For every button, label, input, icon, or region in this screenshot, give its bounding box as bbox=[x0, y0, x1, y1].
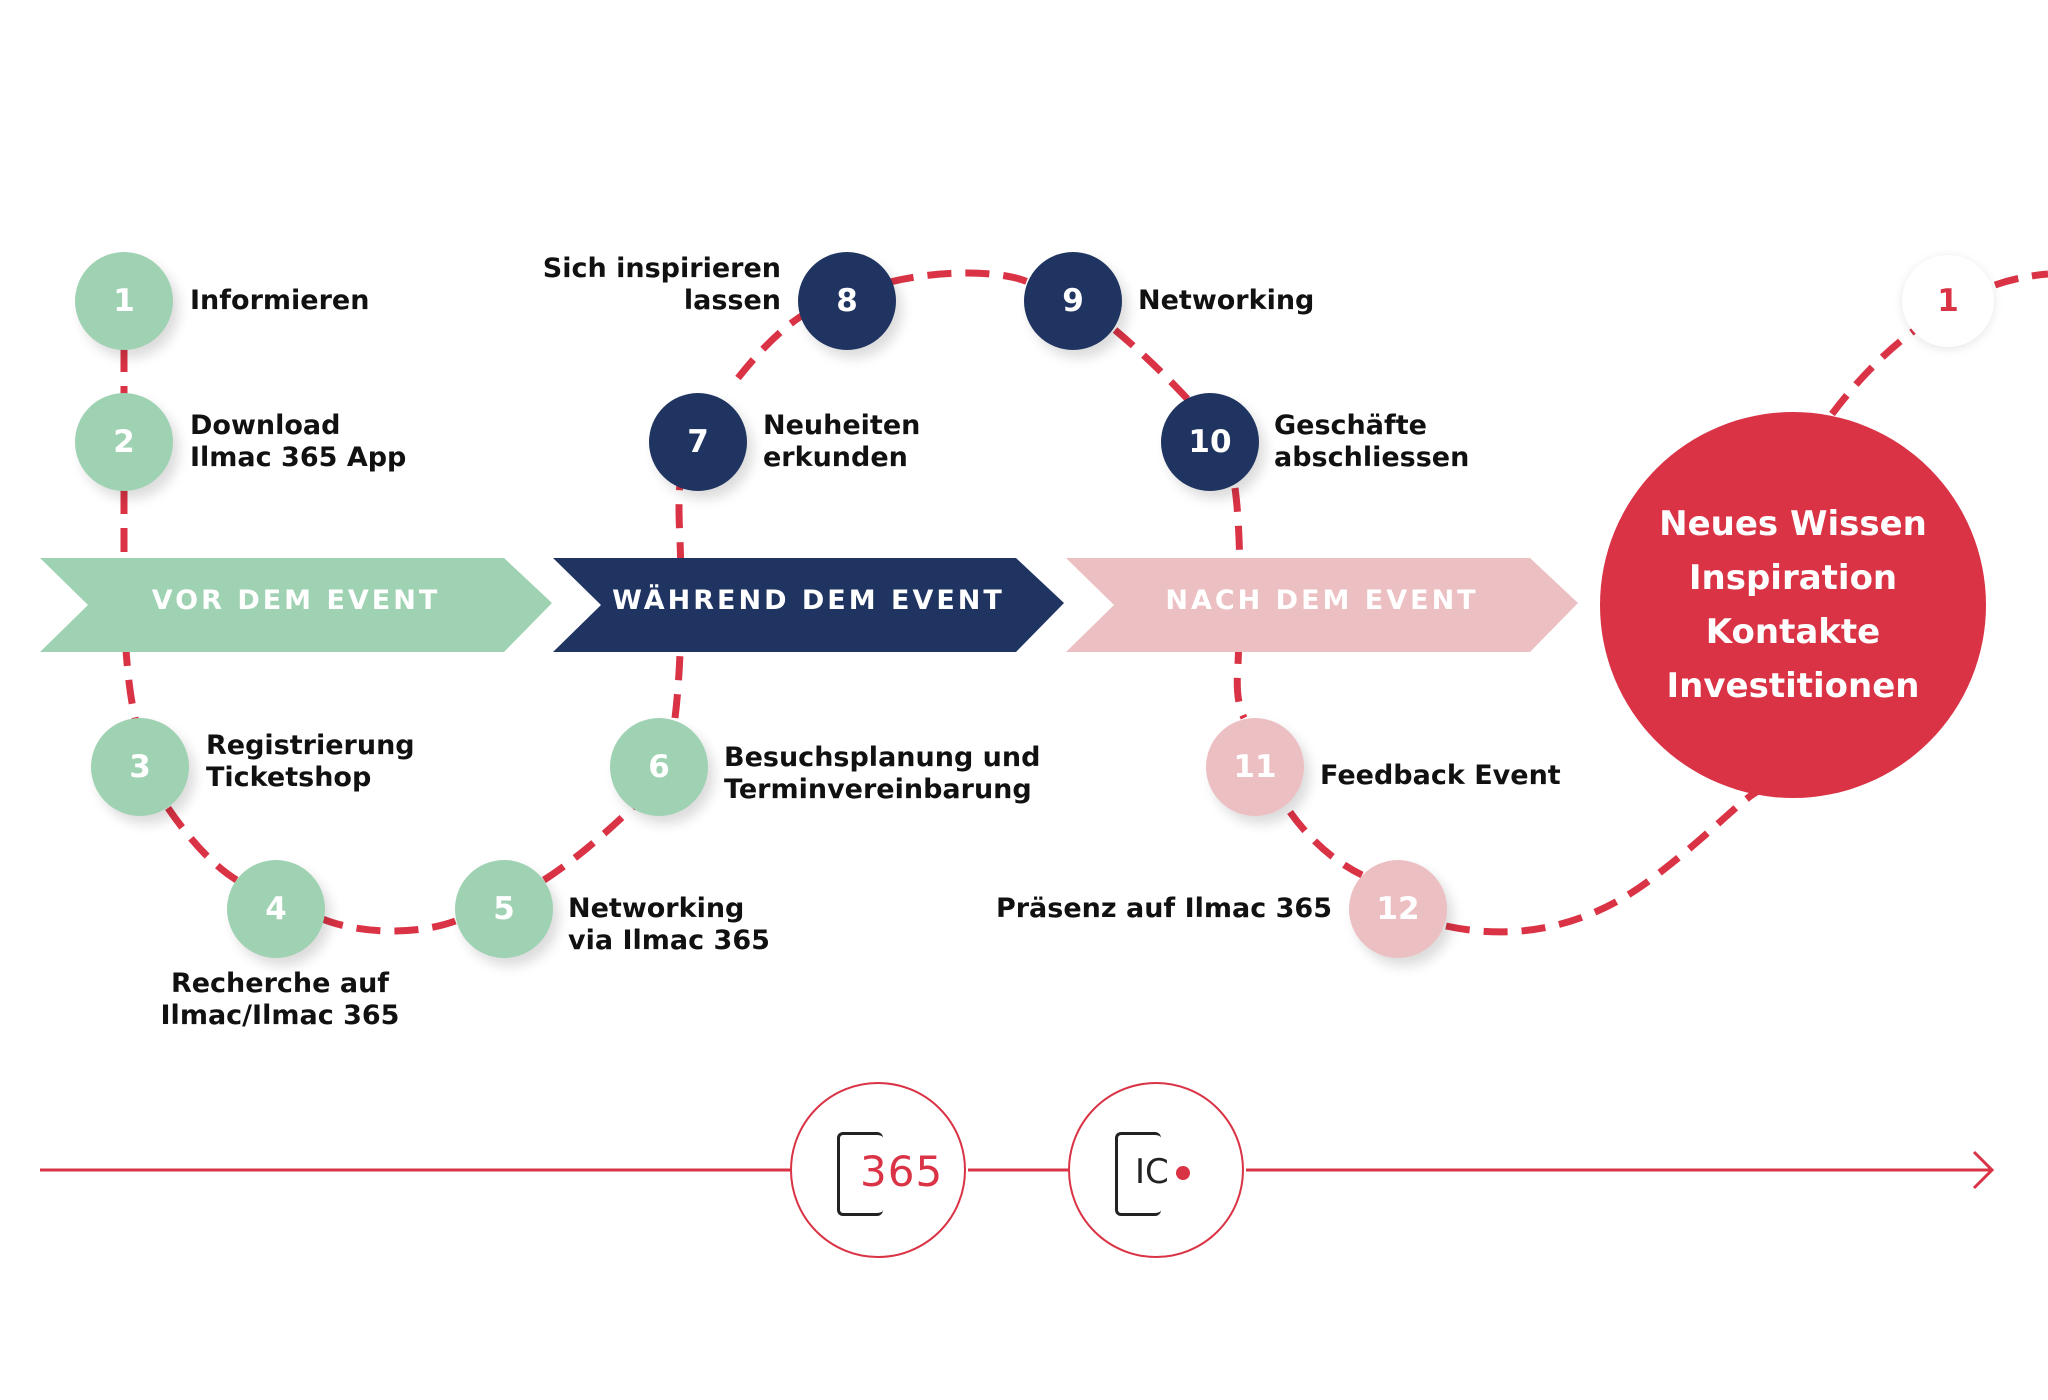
step-9-label: Networking bbox=[1138, 285, 1315, 316]
step-10-label: Geschäfte abschliessen bbox=[1274, 410, 1470, 473]
outcome-circle: Neues Wissen Inspiration Kontakte Invest… bbox=[1600, 412, 1986, 798]
step-12-circle: 12 bbox=[1349, 860, 1447, 958]
outcome-item: Inspiration bbox=[1688, 558, 1898, 598]
logo-dot-icon bbox=[1176, 1166, 1190, 1180]
step-2-circle: 2 bbox=[75, 393, 173, 491]
step-6-label: Besuchsplanung und Terminvereinbarung bbox=[724, 742, 1041, 805]
step-7-circle: 7 bbox=[649, 393, 747, 491]
step-1-label: Informieren bbox=[190, 285, 370, 316]
phase-before-label: VOR DEM EVENT bbox=[151, 584, 441, 616]
step-8-circle: 8 bbox=[798, 252, 896, 350]
step-6-circle: 6 bbox=[610, 718, 708, 816]
logo-frame-icon bbox=[1115, 1132, 1161, 1216]
step-5-circle: 5 bbox=[455, 860, 553, 958]
step-4-circle: 4 bbox=[227, 860, 325, 958]
step-7-label: Neuheiten erkunden bbox=[763, 410, 921, 473]
step-11-circle: 11 bbox=[1206, 718, 1304, 816]
phase-after-label: NACH DEM EVENT bbox=[1165, 584, 1479, 616]
ilmac-logo: IC bbox=[1068, 1082, 1244, 1258]
logo-365-text: 365 bbox=[860, 1147, 944, 1196]
step-8-label: Sich inspirieren lassen bbox=[542, 253, 781, 316]
step-1-circle: 1 bbox=[75, 252, 173, 350]
step-3-label: Registrierung Ticketshop bbox=[206, 730, 415, 793]
outcome-item: Kontakte bbox=[1705, 612, 1881, 652]
logo-ic-text: IC bbox=[1135, 1152, 1169, 1192]
step-3-circle: 3 bbox=[91, 718, 189, 816]
ilmac-365-logo: 365 bbox=[790, 1082, 966, 1258]
step-9-circle: 9 bbox=[1024, 252, 1122, 350]
outcome-item: Investitionen bbox=[1666, 666, 1920, 706]
step-2-label: Download Ilmac 365 App bbox=[190, 410, 407, 473]
step-12-label: Präsenz auf Ilmac 365 bbox=[995, 893, 1332, 924]
step-5-label: Networking via Ilmac 365 bbox=[568, 893, 770, 956]
restart-step-circle: 1 bbox=[1902, 255, 1994, 347]
step-11-label: Feedback Event bbox=[1320, 760, 1561, 791]
logo-frame-icon bbox=[837, 1132, 883, 1216]
outcome-item: Neues Wissen bbox=[1659, 504, 1927, 544]
phase-during-label: WÄHREND DEM EVENT bbox=[612, 584, 1005, 616]
step-10-circle: 10 bbox=[1161, 393, 1259, 491]
step-4-label: Recherche auf Ilmac/Ilmac 365 bbox=[160, 968, 400, 1031]
